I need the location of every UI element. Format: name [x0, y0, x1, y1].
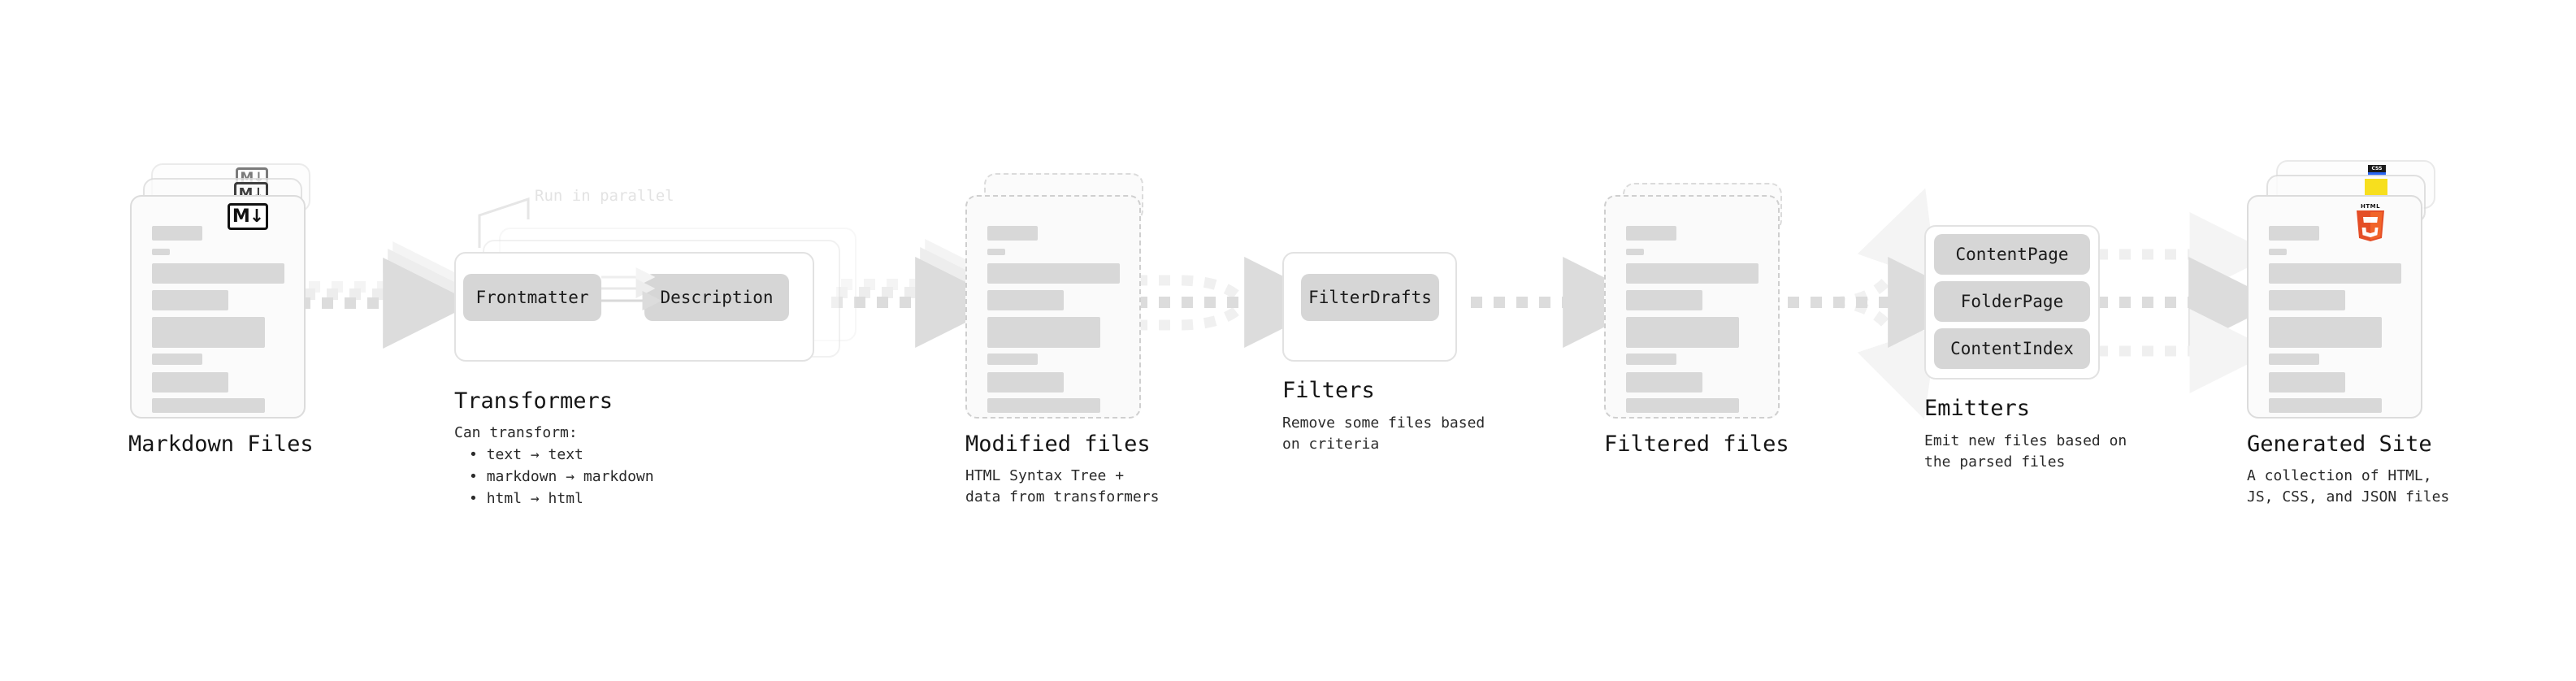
emitters-subtitle: Emit new files based on the parsed files [1924, 432, 2127, 471]
doc-line [152, 398, 265, 413]
doc-line [2269, 372, 2345, 393]
doc-line [987, 398, 1100, 413]
markdown-icon: M↓ [228, 203, 268, 230]
generated-site-subtitle: A collection of HTML, JS, CSS, and JSON … [2247, 467, 2450, 505]
filtered-card-front [1604, 195, 1780, 419]
stage-title-filtered-files: Filtered files [1604, 432, 1789, 457]
bullet-text: text → text [486, 446, 583, 463]
stage-title-filters: Filters [1282, 378, 1375, 403]
arrow-right-icon [1788, 188, 1980, 419]
css-underline [2368, 172, 2386, 176]
transformer-node-description[interactable]: Description [644, 274, 789, 321]
doc-line [2269, 317, 2382, 348]
filter-node-filterdrafts[interactable]: FilterDrafts [1301, 274, 1439, 321]
modified-card-front [965, 195, 1141, 419]
emitter-node-folderpage[interactable]: FolderPage [1934, 281, 2090, 322]
arrow-right-icon [831, 239, 1017, 348]
doc-line [987, 226, 1038, 241]
doc-line [152, 354, 202, 365]
doc-line [1626, 263, 1759, 284]
doc-line [1626, 398, 1739, 413]
stage-title-generated-site: Generated Site [2247, 432, 2432, 457]
doc-line [152, 317, 265, 348]
doc-line [987, 354, 1038, 365]
doc-line [2269, 398, 2382, 413]
transformers-bullet-0: • text → text [469, 446, 583, 463]
doc-line [2269, 249, 2287, 255]
css3-icon: CSS [2368, 165, 2386, 176]
parallel-bracket-icon [478, 197, 530, 248]
html5-shield [2357, 210, 2384, 241]
stage-title-emitters: Emitters [1924, 396, 2031, 421]
doc-line [987, 249, 1005, 255]
stage-title-markdown-files: Markdown Files [128, 432, 314, 457]
transformer-node-frontmatter[interactable]: Frontmatter [463, 274, 601, 321]
transformer-internal-arrows [601, 267, 662, 310]
doc-line [1626, 226, 1676, 241]
bullet-text: markdown → markdown [486, 468, 654, 485]
doc-line [2269, 290, 2345, 310]
doc-line [1626, 354, 1676, 365]
doc-line [987, 263, 1120, 284]
doc-line [987, 317, 1100, 348]
doc-line [152, 263, 284, 284]
html5-icon: HTML [2354, 203, 2387, 241]
doc-line [1626, 372, 1702, 393]
bullet-text: html → html [486, 490, 583, 507]
doc-line [987, 290, 1064, 310]
html5-wordmark: HTML [2360, 203, 2381, 210]
transformers-bullet-2: • html → html [469, 490, 583, 507]
arrow-right-icon [1136, 257, 1336, 348]
js-icon [2365, 179, 2387, 197]
site-card-front [2247, 195, 2422, 419]
doc-line [152, 226, 202, 241]
doc-line [1626, 317, 1739, 348]
doc-line [2269, 226, 2319, 241]
modified-files-subtitle: HTML Syntax Tree + data from transformer… [965, 467, 1160, 505]
run-in-parallel-label: Run in parallel [535, 187, 674, 205]
filters-subtitle: Remove some files based on criteria [1282, 414, 1485, 453]
arrow-right-icon [2097, 212, 2280, 393]
css-wordmark: CSS [2368, 165, 2386, 172]
stage-title-transformers: Transformers [454, 388, 614, 414]
doc-line [2269, 354, 2319, 365]
stage-title-modified-files: Modified files [965, 432, 1151, 457]
transformers-bullet-1: • markdown → markdown [469, 468, 654, 485]
doc-line [152, 249, 170, 255]
doc-line [1626, 290, 1702, 310]
doc-line [1626, 249, 1644, 255]
emitter-node-contentindex[interactable]: ContentIndex [1934, 328, 2090, 369]
doc-line [152, 290, 228, 310]
emitter-node-contentpage[interactable]: ContentPage [1934, 234, 2090, 275]
arrow-right-icon [299, 241, 484, 349]
transformers-subtitle: Can transform: [454, 424, 578, 441]
doc-line [987, 372, 1064, 393]
doc-line [2269, 263, 2401, 284]
markdown-card-front [130, 195, 306, 419]
doc-line [152, 372, 228, 393]
